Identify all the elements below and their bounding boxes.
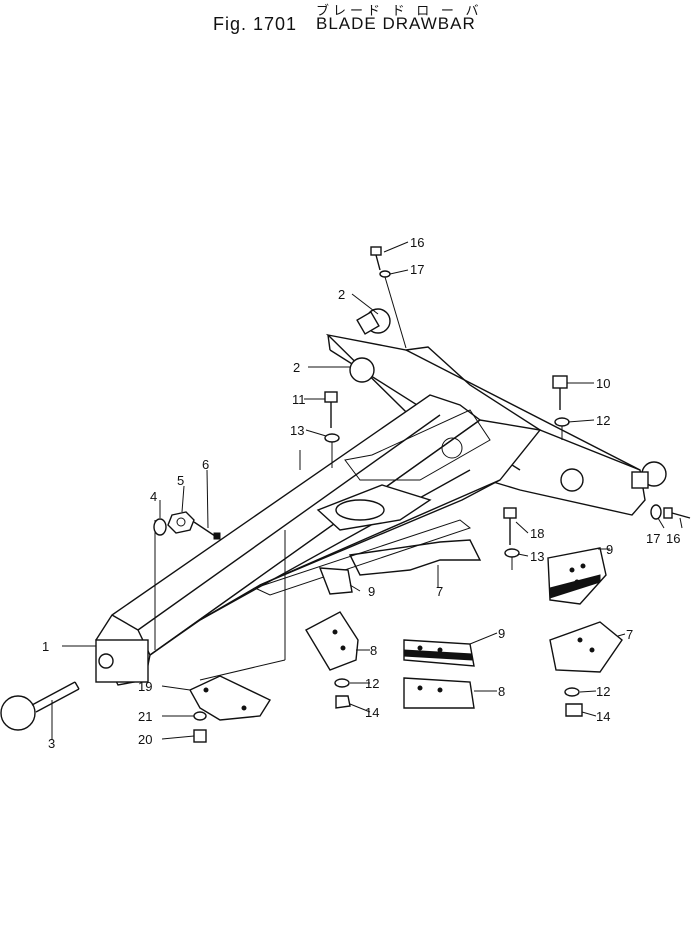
callout-1: 1 — [42, 639, 49, 654]
callout-18: 18 — [530, 526, 544, 541]
callout-16-top: 16 — [410, 235, 424, 250]
wear-plate-9-lower — [403, 639, 475, 667]
callout-5: 5 — [177, 473, 184, 488]
wear-plate-8-lower — [403, 677, 475, 709]
nut-14-left — [335, 695, 351, 709]
nut-5 — [167, 511, 195, 534]
callout-7-right: 7 — [626, 627, 633, 642]
callout-16-right: 16 — [666, 531, 680, 546]
callout-9-lower: 9 — [498, 626, 505, 641]
washer-21 — [193, 711, 207, 721]
wear-plate-9-right — [547, 547, 607, 605]
wear-plate-9-center — [318, 567, 353, 595]
callout-21: 21 — [138, 709, 152, 724]
callout-3: 3 — [48, 736, 55, 751]
wear-plate-8-left — [305, 611, 359, 671]
callout-10: 10 — [596, 376, 610, 391]
drawbar-frame — [95, 333, 646, 686]
callout-2-upper: 2 — [338, 287, 345, 302]
ball-joint-far-right — [631, 461, 667, 489]
callout-9-right: 9 — [606, 542, 613, 557]
callout-12-top: 12 — [596, 413, 610, 428]
callout-13-left: 13 — [290, 423, 304, 438]
callout-9-center: 9 — [368, 584, 375, 599]
callout-14-right: 14 — [596, 709, 610, 724]
callout-11: 11 — [292, 392, 306, 407]
callout-20: 20 — [138, 732, 152, 747]
callout-8-lower: 8 — [498, 684, 505, 699]
ball-joint-upper — [356, 308, 391, 335]
callout-2-lower: 2 — [293, 360, 300, 375]
bolt-20 — [193, 729, 207, 743]
bolt-10 — [552, 375, 568, 410]
leader-lines — [51, 241, 683, 740]
washer-12-left — [334, 678, 350, 688]
callout-17-right: 17 — [646, 531, 660, 546]
bracket-19 — [189, 675, 272, 721]
title-japanese: ブレード ド ロ ー バ — [316, 3, 483, 18]
figure-number: Fig. 1701 — [213, 14, 298, 34]
callout-13-right: 13 — [530, 549, 544, 564]
washer-17-top — [379, 270, 407, 349]
callouts: 16 17 2 2 11 13 10 12 4 5 6 18 13 17 16 … — [42, 235, 680, 751]
front-ball-stud — [0, 681, 80, 731]
washer-13-right — [504, 548, 520, 570]
washer-4 — [153, 518, 167, 536]
callout-12-left: 12 — [365, 676, 379, 691]
ball-joint-lower — [349, 357, 375, 383]
callout-7-center: 7 — [436, 584, 443, 599]
bolt-6 — [193, 521, 221, 540]
bolt-16-top — [370, 246, 382, 271]
callout-4: 4 — [150, 489, 157, 504]
callout-8-left: 8 — [370, 643, 377, 658]
callout-17-top: 17 — [410, 262, 424, 277]
nut-14-right — [565, 703, 583, 717]
figure-title: BLADE DRAWBAR — [316, 14, 476, 33]
wear-plate-7-right — [549, 621, 623, 673]
bolt-18 — [503, 507, 517, 545]
bolt-11 — [324, 391, 338, 428]
washer-13-left — [324, 433, 340, 468]
callout-6: 6 — [202, 457, 209, 472]
callout-12-right: 12 — [596, 684, 610, 699]
washer-17-right — [650, 504, 662, 520]
washer-12-right — [564, 687, 580, 697]
callout-14-left: 14 — [365, 705, 379, 720]
ball-joint-right — [560, 468, 584, 492]
callout-19: 19 — [138, 679, 152, 694]
bolt-16-right — [663, 507, 691, 519]
